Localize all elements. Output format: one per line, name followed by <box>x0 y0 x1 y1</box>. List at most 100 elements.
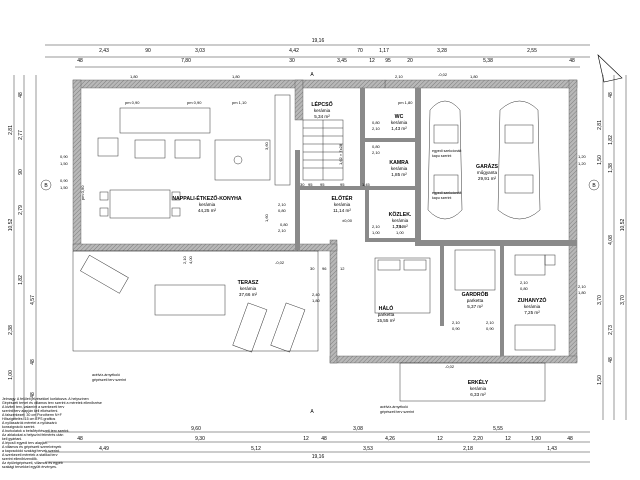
dim-label: 1,82 <box>18 275 24 285</box>
room-area: 5,34 m² <box>314 114 330 119</box>
dim-label: 4,26 <box>385 436 395 442</box>
legend-line: Jelmagy. A felületi jelzésekkel korlátoz… <box>2 397 89 401</box>
opening-label: 96 <box>322 266 327 271</box>
room-floor: kerámia <box>391 166 408 171</box>
legend-line: A burkolatok a belsőépítészeti terv szer… <box>2 429 69 433</box>
dim-label: 48 <box>321 436 327 442</box>
opening-label: 30 <box>310 266 315 271</box>
dim-label: 2,18 <box>463 446 473 452</box>
level-marks: -0,02 ±0,00 -0,02 -0,02 <box>275 72 455 369</box>
room-terasz: TERASZ kerámia 37,66 m² <box>238 280 260 297</box>
legend-line: A nyílászárók méretei a nyílászáró <box>2 421 57 425</box>
dim-label: 5,55 <box>493 426 503 432</box>
level-mark: -0,02 <box>445 364 455 369</box>
garage-note: egyedi szekcionált <box>432 149 461 153</box>
dim-label: 1,43 <box>547 446 557 452</box>
room-floor: kerámia <box>314 108 331 113</box>
room-lepcso: LÉPCSŐ kerámia 5,34 m² <box>311 100 332 119</box>
dim-bottom-row1: 9,60 3,08 5,55 <box>191 426 503 432</box>
wall-stair-south <box>295 186 365 190</box>
dim-label: 48 <box>567 436 573 442</box>
north-arrow-icon <box>597 54 623 83</box>
opening-label: 4,00 <box>188 255 193 264</box>
wall-kozlek-south <box>365 238 415 242</box>
legend-line: a kapcsolódó szakági tervek szerint. <box>2 449 60 453</box>
room-kozlek: KÖZLEK. kerámia 1,78 m² <box>389 211 412 229</box>
opening-label: 0,90 <box>452 326 461 331</box>
room-floor: kerámia <box>199 202 216 207</box>
dim-label: 4,42 <box>289 48 299 54</box>
opening-label: 0,80 <box>278 208 287 213</box>
room-name: KAMRA <box>389 160 409 166</box>
dim-label: 3,28 <box>437 48 447 54</box>
room-area: 7,25 m² <box>524 310 540 315</box>
opening-label: 0,90 <box>60 154 69 159</box>
room-area: 29,91 m² <box>478 176 497 181</box>
dim-bottom-total: 19,16 <box>312 454 325 460</box>
shade-notes: acélvíz-árnyékoló gépészeti terv szerint… <box>92 373 414 414</box>
opening-label: pm 0,90 <box>125 100 140 105</box>
opening-label: 2,40 <box>312 292 321 297</box>
dim-label: 1,38 <box>608 163 614 173</box>
terrace-furniture <box>80 254 306 353</box>
dim-label: 12 <box>437 436 443 442</box>
dim-label: 20 <box>407 58 413 64</box>
dim-label: 48 <box>608 357 614 363</box>
opening-label: pm 1,10 <box>232 100 247 105</box>
room-floor: parketta <box>467 298 484 303</box>
dim-bottom-row3: 4,49 5,12 3,53 2,18 1,43 <box>99 446 557 452</box>
opening-label: 2,10 <box>395 74 404 79</box>
opening-label: 2,10 <box>372 224 381 229</box>
opening-label: 0,90 <box>60 178 69 183</box>
dim-label: 48 <box>30 392 36 398</box>
wall-south-bedroom <box>329 355 578 364</box>
section-mark-b-right: B <box>592 183 596 189</box>
wall-east <box>568 79 578 363</box>
room-area: 6,33 m² <box>470 392 486 397</box>
section-mark-b-left-circle <box>40 179 52 191</box>
balcony <box>399 362 546 402</box>
room-floor: kerámia <box>524 304 541 309</box>
legend-line: szerint ellenőrizendők. <box>2 457 38 461</box>
room-name: ERKÉLY <box>468 378 489 386</box>
dim-label: 48 <box>608 92 614 98</box>
dim-left: 2,81 2,77 90 2,79 10,52 1,82 4,57 2,38 1… <box>8 92 36 398</box>
opening-label: 2,10 <box>278 228 287 233</box>
wall-bedroom-west <box>329 239 338 364</box>
room-name: HÁLÓ <box>379 304 394 312</box>
opening-label: pm 1,80 <box>398 100 413 105</box>
dim-label: 48 <box>77 58 83 64</box>
dim-label: 2,43 <box>99 48 109 54</box>
wall-stair-west <box>294 79 304 121</box>
room-garazs: GARÁZS műgyanta 29,91 m² <box>476 163 498 181</box>
dim-top-total: 19,16 <box>312 38 325 44</box>
room-area: 1,43 m² <box>391 126 407 131</box>
dim-label: 95 <box>385 58 391 64</box>
opening-label: 0,80 <box>280 222 289 227</box>
room-area: 37,66 m² <box>239 292 258 297</box>
room-name: WC <box>395 114 404 120</box>
opening-label: 1,60 <box>264 213 269 222</box>
room-floor: kerámia <box>392 218 409 223</box>
dim-label: 12 <box>369 58 375 64</box>
dim-label: 48 <box>18 92 24 98</box>
opening-label: 2,10 <box>452 320 461 325</box>
legend-line: szakági tervekkel együtt érvényes. <box>2 465 57 469</box>
opening-label: 0,80 <box>520 286 529 291</box>
level-mark: -0,02 <box>275 260 285 265</box>
staircase <box>302 119 344 181</box>
dim-label: 3,08 <box>353 426 363 432</box>
opening-label: 1,80 <box>470 74 479 79</box>
dim-label: 1,82 <box>608 135 614 145</box>
dim-label: 4,57 <box>30 295 36 305</box>
opening-label: 30 <box>300 182 305 187</box>
opening-label: 2,10 <box>182 255 187 264</box>
wall-north-left <box>72 79 304 89</box>
opening-label: 2,10 <box>520 280 529 285</box>
wall-gardrob-shower <box>500 246 504 356</box>
room-floor: műgyanta <box>477 170 498 175</box>
opening-label: 0,80 <box>372 120 381 125</box>
room-kamra: KAMRA kerámia 1,85 m² <box>389 160 409 177</box>
wall-stair-east <box>360 88 365 188</box>
opening-label: 0,80 <box>372 144 381 149</box>
